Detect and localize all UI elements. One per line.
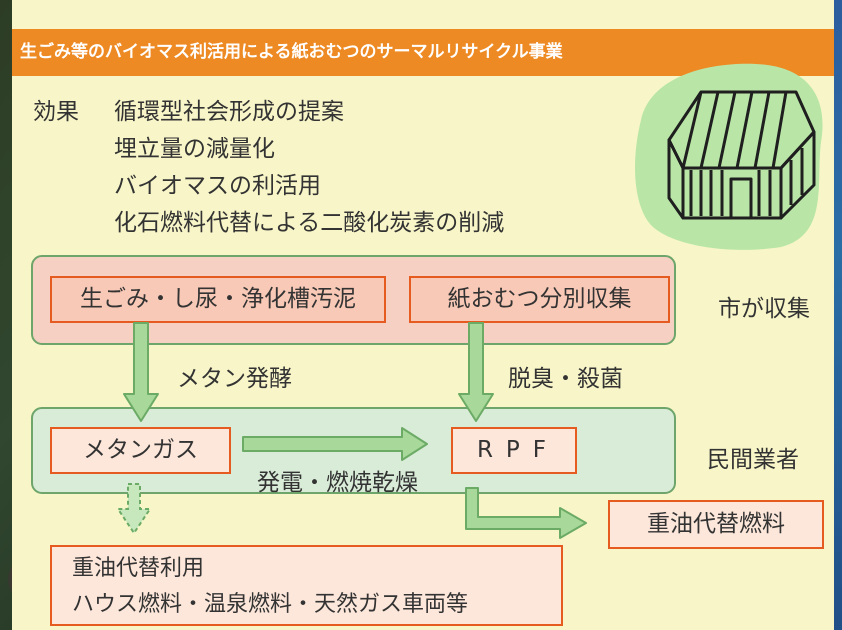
effects-label: 効果	[33, 99, 79, 125]
diagram-panel: 生ごみ等のバイオマス利活用による紙おむつのサーマルリサイクル事業 効果 循環型社…	[12, 0, 834, 630]
heavy-oil-use-title: 重油代替利用	[72, 556, 205, 581]
heavy-oil-substitute-use-box: 重油代替利用 ハウス燃料・温泉燃料・天然ガス車両等	[50, 545, 563, 626]
effect-item: バイオマスの利活用	[114, 173, 321, 199]
diagram-title: 生ごみ等のバイオマス利活用による紙おむつのサーマルリサイクル事業	[12, 29, 834, 76]
private-operator-label: 民間業者	[707, 447, 799, 473]
effect-item: 埋立量の減量化	[114, 136, 275, 162]
rpf-box: RPF	[451, 427, 577, 474]
diaper-collection-box: 紙おむつ分別収集	[409, 276, 670, 323]
heavy-oil-substitute-fuel-box: 重油代替燃料	[608, 500, 824, 549]
effect-item: 化石燃料代替による二酸化炭素の削減	[114, 210, 505, 236]
power-combustion-drying-label: 発電・燃焼乾燥	[257, 470, 418, 496]
effects-list: 循環型社会形成の提案 埋立量の減量化 バイオマスの利活用 化石燃料代替による二酸…	[114, 94, 504, 242]
methane-gas-box: メタンガス	[50, 427, 231, 474]
city-collection-label: 市が収集	[718, 296, 810, 322]
greenhouse-icon	[635, 63, 823, 250]
heavy-oil-use-examples: ハウス燃料・温泉燃料・天然ガス車両等	[72, 592, 469, 617]
methane-fermentation-label: メタン発酵	[177, 366, 292, 392]
organic-waste-box: 生ごみ・し尿・浄化槽汚泥	[50, 276, 386, 323]
effect-item: 循環型社会形成の提案	[114, 99, 344, 125]
deodorize-sterilize-label: 脱臭・殺菌	[508, 366, 623, 392]
